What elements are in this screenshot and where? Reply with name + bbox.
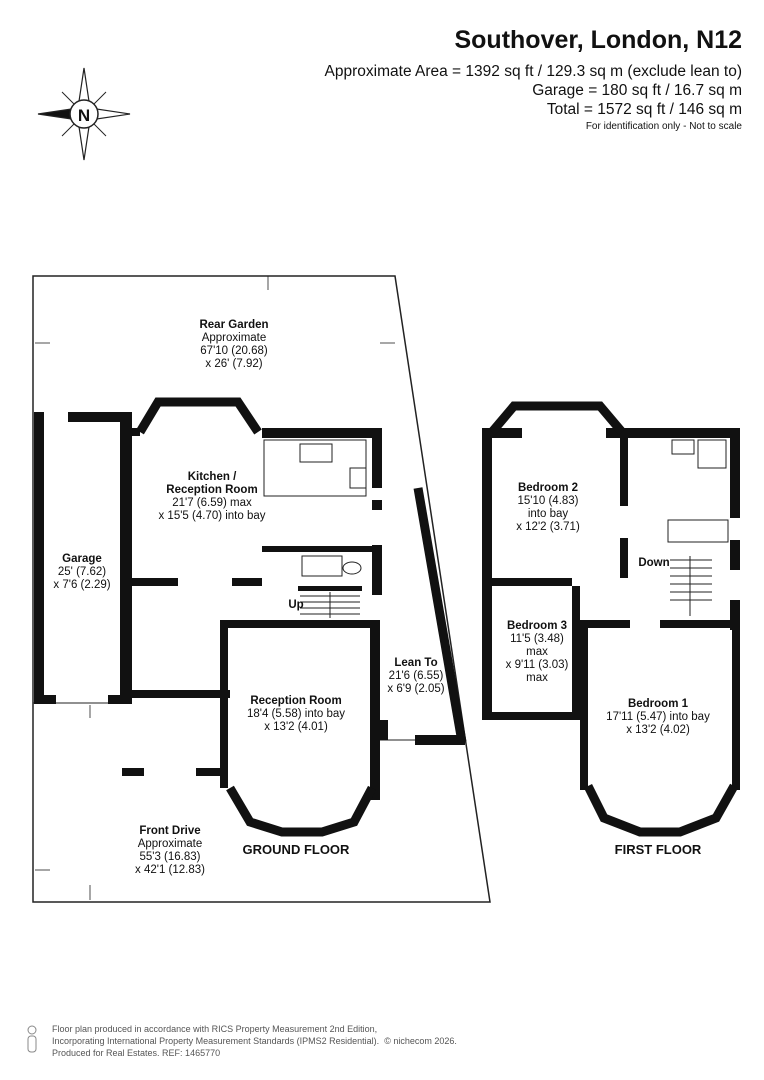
front-drive-label: Front Drive Approximate 55'3 (16.83) x 4… <box>135 825 205 876</box>
rear-garden-label: Rear Garden Approximate 67'10 (20.68) x … <box>199 319 269 370</box>
first-floor-walls <box>482 428 740 790</box>
reception-room-label: Reception Room 18'4 (5.58) into bay x 13… <box>246 695 346 733</box>
stairs-up <box>300 592 360 618</box>
ground-floor-walls <box>34 412 465 800</box>
bedroom2-label: Bedroom 2 15'10 (4.83) into bay x 12'2 (… <box>516 482 580 533</box>
page-title: Southover, London, N12 <box>454 26 742 54</box>
compass-icon <box>37 67 131 161</box>
ground-floor-heading: GROUND FLOOR <box>242 842 350 857</box>
copyright: © nichecom 2026. <box>384 1036 457 1046</box>
bathroom-fittings <box>667 439 729 543</box>
stairs-down-label: Down <box>638 557 670 569</box>
stairs-up-label: Up <box>288 599 304 611</box>
area-line-garage: Garage = 180 sq ft / 16.7 sq m <box>532 82 742 99</box>
kitchen-units <box>263 439 367 577</box>
disclaimer: For identification only - Not to scale <box>585 121 742 132</box>
area-line-approx: Approximate Area = 1392 sq ft / 129.3 sq… <box>324 63 742 80</box>
first-floor-heading: FIRST FLOOR <box>614 842 702 857</box>
reception-bay-window <box>226 785 376 837</box>
lean-to-label: Lean To 21'6 (6.55) x 6'9 (2.05) <box>387 657 445 695</box>
bedroom2-bay-window <box>488 401 626 435</box>
kitchen-bay-window <box>136 397 262 435</box>
bedroom1-bay-window <box>583 783 738 837</box>
garage-label: Garage 25' (7.62) x 7'6 (2.29) <box>53 553 111 591</box>
bedroom3-label: Bedroom 3 11'5 (3.48) max x 9'11 (3.03) … <box>505 620 569 684</box>
compass-letter: N <box>78 106 90 125</box>
site-boundary <box>32 275 491 903</box>
area-line-total: Total = 1572 sq ft / 146 sq m <box>546 101 742 118</box>
kitchen-label: Kitchen / Reception Room 21'7 (6.59) max… <box>158 471 266 522</box>
stairs-down <box>670 556 712 616</box>
footer-notes: Floor plan produced in accordance with R… <box>52 1024 457 1058</box>
bedroom1-label: Bedroom 1 17'11 (5.47) into bay x 13'2 (… <box>606 698 710 736</box>
